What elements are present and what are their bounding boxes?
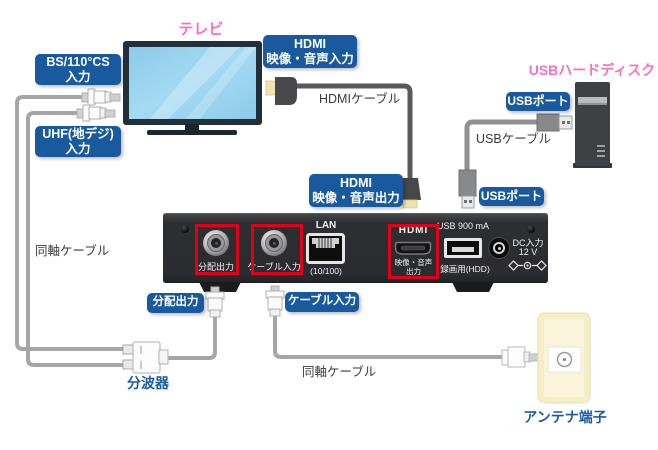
coax-cable-uhf — [26, 111, 124, 367]
badge-uhf-input: UHF(地デジ) 入力 — [35, 126, 121, 157]
hdmi-logo: HDMI — [398, 225, 429, 236]
cable-in-port — [261, 230, 287, 256]
highlight-dist-out — [195, 224, 239, 275]
usb-cable-label: USBケーブル — [476, 132, 551, 146]
lan-label: LAN — [315, 220, 337, 231]
antenna-connector — [501, 346, 539, 368]
dc-jack — [488, 237, 510, 259]
badge-cable-in: ケーブル入力 — [285, 292, 359, 312]
cable-in-connector — [265, 285, 285, 317]
lan-speed-label: (10/100) — [310, 266, 342, 276]
tv-illustration — [123, 41, 262, 135]
badge-usb-port-tuner: USBポート — [479, 187, 544, 206]
screw-icon — [181, 225, 189, 233]
hdmi-plug-tv — [265, 77, 297, 105]
highlight-cable-in — [251, 224, 303, 275]
badge-hdmi-output: HDMI 映像・音声出力 — [309, 174, 403, 207]
hdmi-plug-tuner — [399, 178, 421, 209]
coax-cable-splitter — [166, 316, 217, 360]
badge-dist-out: 分配出力 — [147, 293, 204, 313]
uhf-connector — [76, 104, 116, 122]
cable-in-port-label: ケーブル入力 — [247, 262, 301, 272]
hdmi-cable — [294, 83, 413, 178]
tv-title: テレビ — [178, 21, 224, 38]
antenna-outlet-title: アンテナ端子 — [523, 409, 607, 425]
bs-cs-connector — [81, 88, 121, 106]
antenna-outlet-illustration — [537, 312, 591, 404]
splitter-title: 分波器 — [127, 375, 169, 391]
badge-hdmi-input: HDMI 映像・音声入力 — [263, 35, 357, 68]
dist-out-port-label: 分配出力 — [197, 262, 234, 272]
dc-polarity-icon — [508, 260, 547, 271]
usb-plug-hdd — [536, 113, 573, 132]
usb-label: USB 900 mA — [436, 221, 490, 231]
dist-out-port — [203, 230, 229, 256]
usb-rec-port — [444, 238, 482, 258]
usb-hdd-title: USBハードディスク — [528, 62, 656, 78]
badge-usb-port-hdd: USBポート — [506, 92, 570, 111]
highlight-hdmi-out — [388, 224, 439, 279]
dc-label-line2: 12 V — [518, 247, 538, 257]
coax-cable-bs — [15, 95, 124, 351]
badge-bs-cs-input: BS/110°CS 入力 — [35, 54, 121, 85]
dist-out-connector — [205, 286, 225, 318]
hdmi-cable-label: HDMIケーブル — [319, 92, 401, 106]
lan-port — [306, 233, 345, 264]
device-feet — [199, 282, 494, 292]
coax-cable-antenna — [273, 314, 503, 359]
coax-cable-label-left: 同軸ケーブル — [35, 244, 110, 258]
dc-label-line1: DC入力 — [512, 238, 544, 248]
usb-plug-tuner — [458, 169, 477, 209]
screw-icon — [527, 225, 535, 233]
coax-cable-label-bottom: 同軸ケーブル — [302, 365, 377, 379]
tuner-back-panel: 分配出力 ケーブル入力 LAN (10/100) HDMI 映像・音声 出力 U… — [163, 213, 548, 283]
usb-hdd-illustration — [573, 82, 612, 168]
splitter-illustration — [122, 341, 169, 374]
hdmi-out-port-label: 映像・音声 出力 — [394, 258, 433, 276]
usb-cable — [464, 119, 539, 172]
usb-rec-label: 録画用(HDD) — [440, 264, 490, 274]
hdmi-port — [394, 241, 432, 255]
